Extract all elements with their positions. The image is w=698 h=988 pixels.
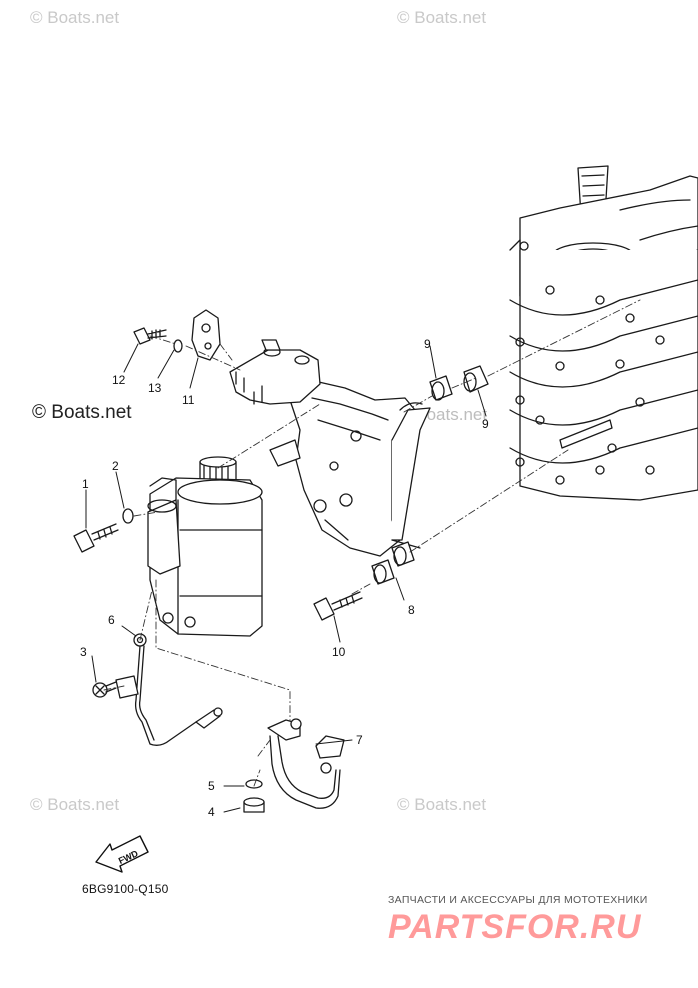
part-4-nut bbox=[243, 797, 265, 813]
part-3-screw bbox=[92, 681, 117, 698]
callout-5: 5 bbox=[208, 779, 215, 793]
watermark-bottom-left: © Boats.net bbox=[30, 795, 120, 814]
part-6-wire-lead bbox=[115, 633, 223, 746]
callout-12: 12 bbox=[112, 373, 126, 387]
part-9-collars bbox=[429, 365, 489, 401]
alignment-lines bbox=[103, 299, 641, 787]
callout-13: 13 bbox=[148, 381, 162, 395]
callout-8: 8 bbox=[408, 603, 415, 617]
part-8-collars bbox=[371, 541, 415, 585]
part-13-washer bbox=[173, 339, 183, 353]
starter-motor bbox=[147, 456, 263, 637]
diagram-code: 6BG9100-Q150 bbox=[82, 882, 169, 896]
part-11-plate bbox=[191, 309, 221, 361]
callout-3: 3 bbox=[80, 645, 87, 659]
callout-9a: 9 bbox=[424, 337, 431, 351]
part-2-washer bbox=[122, 508, 134, 524]
callout-7: 7 bbox=[356, 733, 363, 747]
partsfor-watermark: ЗАПЧАСТИ И АКСЕССУАРЫ ДЛЯ МОТОТЕХНИКИ PA… bbox=[388, 894, 688, 954]
mounting-bracket bbox=[269, 379, 431, 557]
part-12-bolt bbox=[133, 327, 167, 345]
part-5-washer bbox=[245, 779, 263, 789]
callout-leaders bbox=[85, 343, 487, 813]
callout-numbers: 1 2 3 4 5 6 7 8 9 9 10 11 12 13 bbox=[80, 337, 489, 819]
watermark-top-left: © Boats.net bbox=[30, 8, 120, 27]
callout-11: 11 bbox=[182, 393, 195, 407]
callout-6: 6 bbox=[108, 613, 115, 627]
watermark-top-right: © Boats.net bbox=[397, 8, 487, 27]
callout-4: 4 bbox=[208, 805, 215, 819]
part-1-bolt bbox=[73, 523, 119, 553]
callout-2: 2 bbox=[112, 459, 119, 473]
part-7-cable bbox=[267, 718, 345, 809]
callout-9b: 9 bbox=[482, 417, 489, 431]
fuel-fitting-block bbox=[229, 339, 321, 405]
engine-bolt-bosses bbox=[515, 241, 665, 485]
engine-block bbox=[509, 165, 698, 501]
watermark-mid-left: © Boats.net bbox=[32, 402, 132, 423]
partsfor-tagline: ЗАПЧАСТИ И АКСЕССУАРЫ ДЛЯ МОТОТЕХНИКИ bbox=[388, 894, 648, 906]
partsfor-brand: PARTSFOR.RU bbox=[388, 908, 642, 946]
callout-1: 1 bbox=[82, 477, 89, 491]
fwd-arrow-icon: FWD bbox=[95, 835, 149, 873]
callout-10: 10 bbox=[332, 645, 346, 659]
watermark-bottom-right: © Boats.net bbox=[397, 795, 487, 814]
part-10-bolt bbox=[313, 591, 363, 621]
